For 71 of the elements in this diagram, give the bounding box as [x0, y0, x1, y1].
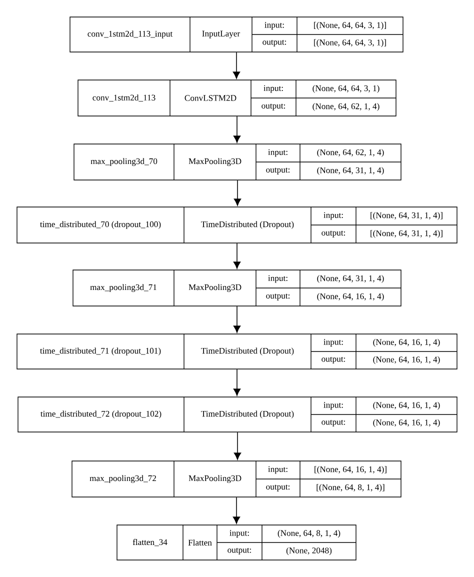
- layer-box: [70, 16, 404, 52]
- layer-name: max_pooling3d_70: [90, 158, 158, 166]
- layer-box: [74, 144, 402, 180]
- shape-value: (None, 2048): [286, 547, 332, 556]
- layer-name: max_pooling3d_72: [90, 475, 156, 483]
- port-label: input:: [264, 22, 284, 30]
- shape-value: (None, 64, 16, 1, 4): [373, 356, 440, 364]
- layer-box: [16, 206, 458, 244]
- layer-name: conv_1stm2d_113_input: [88, 30, 173, 38]
- shape-value: (None, 64, 62, 1, 4): [317, 149, 384, 157]
- port-label: input:: [268, 149, 288, 157]
- arrow: [233, 306, 241, 333]
- layer-type: TimeDistributed (Dropout): [201, 221, 294, 229]
- layer-box: [72, 460, 402, 498]
- port-label: output:: [228, 548, 251, 555]
- port-label: input:: [268, 275, 288, 283]
- arrow: [232, 496, 240, 524]
- port-label: output:: [266, 484, 290, 492]
- layer-type: MaxPooling3D: [188, 158, 242, 166]
- port-label: output:: [266, 294, 290, 300]
- layer-name: time_distributed_70 (dropout_100): [40, 221, 161, 229]
- port-label: output:: [262, 104, 285, 110]
- layer-type: InputLayer: [202, 30, 240, 38]
- layer-type: TimeDistributed (Dropout): [201, 410, 294, 418]
- layer-name: conv_1stm2d_113: [92, 94, 156, 102]
- arrow: [233, 116, 241, 143]
- arrow: [234, 432, 242, 460]
- port-label: input:: [264, 85, 283, 93]
- shape-value: [(None, 64, 64, 3, 1)]: [314, 39, 386, 48]
- arrow: [232, 52, 240, 79]
- shape-value: (None, 64, 64, 3, 1): [312, 85, 380, 93]
- port-label: input:: [324, 212, 343, 220]
- port-label: output:: [322, 356, 345, 364]
- layer-type: TimeDistributed (Dropout): [201, 348, 294, 356]
- port-label: input:: [324, 402, 343, 410]
- shape-value: [(None, 64, 31, 1, 4)]: [370, 230, 442, 238]
- shape-value: (None, 64, 31, 1, 4): [317, 167, 384, 175]
- layer-box: [78, 80, 396, 116]
- layer-box: [16, 334, 458, 370]
- shape-value: [(None, 64, 64, 3, 1)]: [314, 22, 386, 30]
- port-label: input:: [324, 339, 343, 347]
- shape-value: (None, 64, 16, 1, 4): [373, 338, 440, 347]
- port-label: input:: [230, 530, 249, 538]
- shape-value: (None, 64, 16, 1, 4): [317, 293, 384, 301]
- arrow: [233, 242, 241, 269]
- port-label: output:: [322, 420, 345, 427]
- layer-type: MaxPooling3D: [188, 475, 242, 483]
- layer-name: time_distributed_72 (dropout_102): [40, 410, 162, 418]
- shape-value: (None, 64, 62, 1, 4): [312, 103, 380, 111]
- shape-value: [(None, 64, 31, 1, 4)]: [370, 212, 442, 220]
- layer-type: MaxPooling3D: [188, 284, 242, 292]
- port-label: output:: [266, 168, 290, 174]
- port-label: output:: [262, 40, 286, 47]
- shape-value: (None, 64, 16, 1, 4): [373, 402, 440, 410]
- arrow: [234, 180, 242, 206]
- shape-value: (None, 64, 8, 1, 4): [278, 530, 340, 538]
- layer-name: max_pooling3d_71: [90, 284, 156, 292]
- shape-value: (None, 64, 31, 1, 4): [317, 275, 384, 283]
- shape-value: (None, 64, 16, 1, 4): [373, 419, 440, 428]
- layer-box: [18, 396, 458, 432]
- port-label: output:: [322, 230, 345, 238]
- layer-box: [116, 524, 356, 560]
- shape-value: [(None, 64, 16, 1, 4)]: [314, 466, 386, 474]
- layer-box: [72, 270, 402, 306]
- layer-name: flatten_34: [132, 538, 168, 546]
- shape-value: [(None, 64, 8, 1, 4)]: [316, 484, 384, 492]
- layer-type: ConvLSTM2D: [184, 95, 236, 101]
- arrow: [233, 368, 241, 396]
- layer-name: time_distributed_71 (dropout_101): [40, 348, 161, 356]
- port-label: input:: [268, 466, 288, 474]
- layer-type: Flatten: [188, 539, 212, 546]
